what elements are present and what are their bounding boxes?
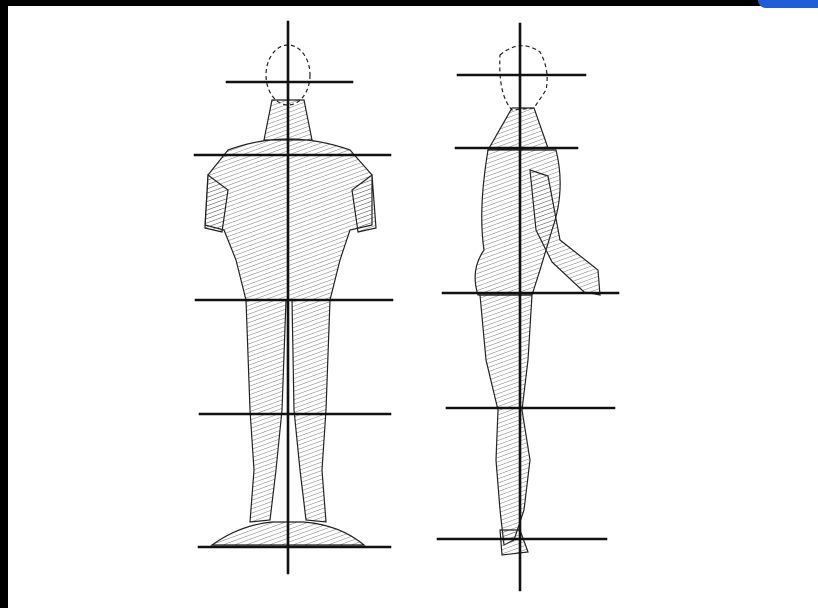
- front-left-leg: [246, 300, 286, 522]
- side-arm: [530, 170, 600, 295]
- front-figure: [205, 45, 376, 545]
- side-head: [500, 46, 547, 110]
- side-leg: [480, 295, 532, 545]
- side-figure: [475, 46, 600, 555]
- side-neck: [488, 108, 548, 150]
- front-right-leg: [292, 300, 330, 522]
- side-foot: [500, 530, 528, 555]
